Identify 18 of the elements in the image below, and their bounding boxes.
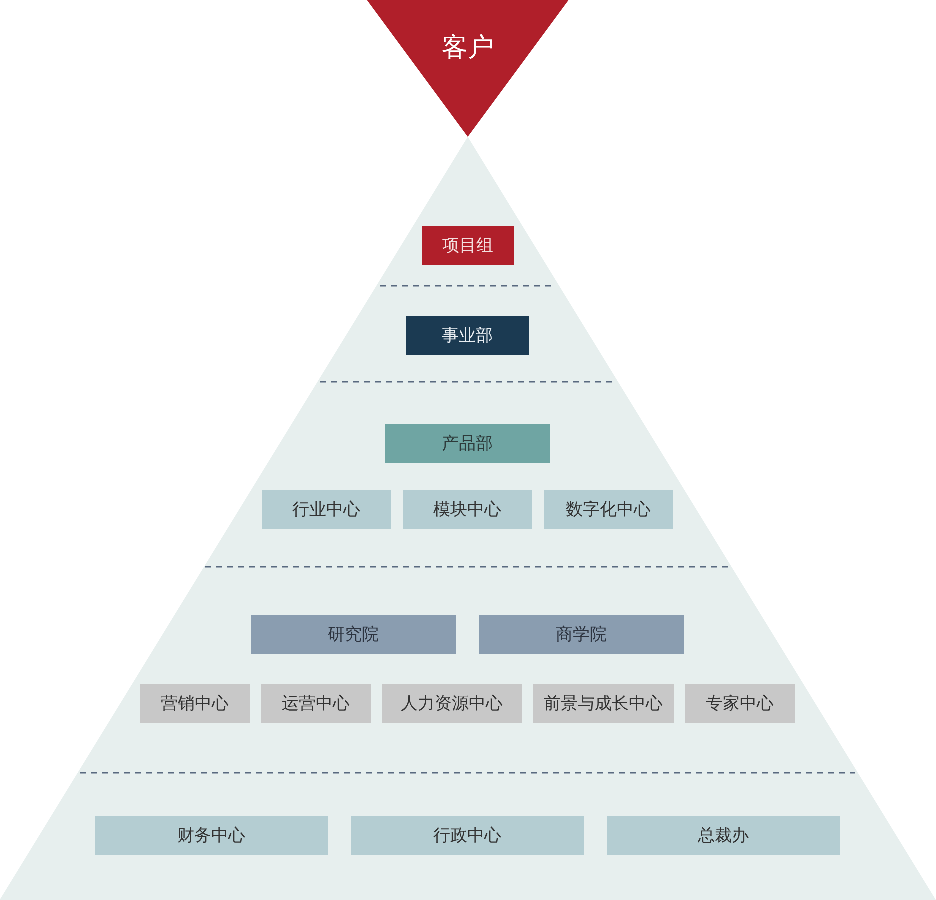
level-box: 运营中心 (261, 684, 371, 723)
level-box: 数字化中心 (544, 490, 673, 529)
level-box: 产品部 (385, 424, 550, 463)
level-box: 财务中心 (95, 816, 328, 855)
level-box: 事业部 (406, 316, 529, 355)
inverted-triangle: 客户 (367, 0, 569, 137)
level-box: 模块中心 (403, 490, 532, 529)
level-box: 专家中心 (685, 684, 795, 723)
level-box: 营销中心 (140, 684, 250, 723)
level-box: 行业中心 (262, 490, 391, 529)
level-box: 商学院 (479, 615, 684, 654)
pyramid-background (0, 137, 936, 900)
level-box: 研究院 (251, 615, 456, 654)
level-box: 前景与成长中心 (533, 684, 674, 723)
level-box: 项目组 (422, 226, 514, 265)
level-box: 人力资源中心 (382, 684, 522, 723)
level-box: 行政中心 (351, 816, 584, 855)
level-box: 总裁办 (607, 816, 840, 855)
